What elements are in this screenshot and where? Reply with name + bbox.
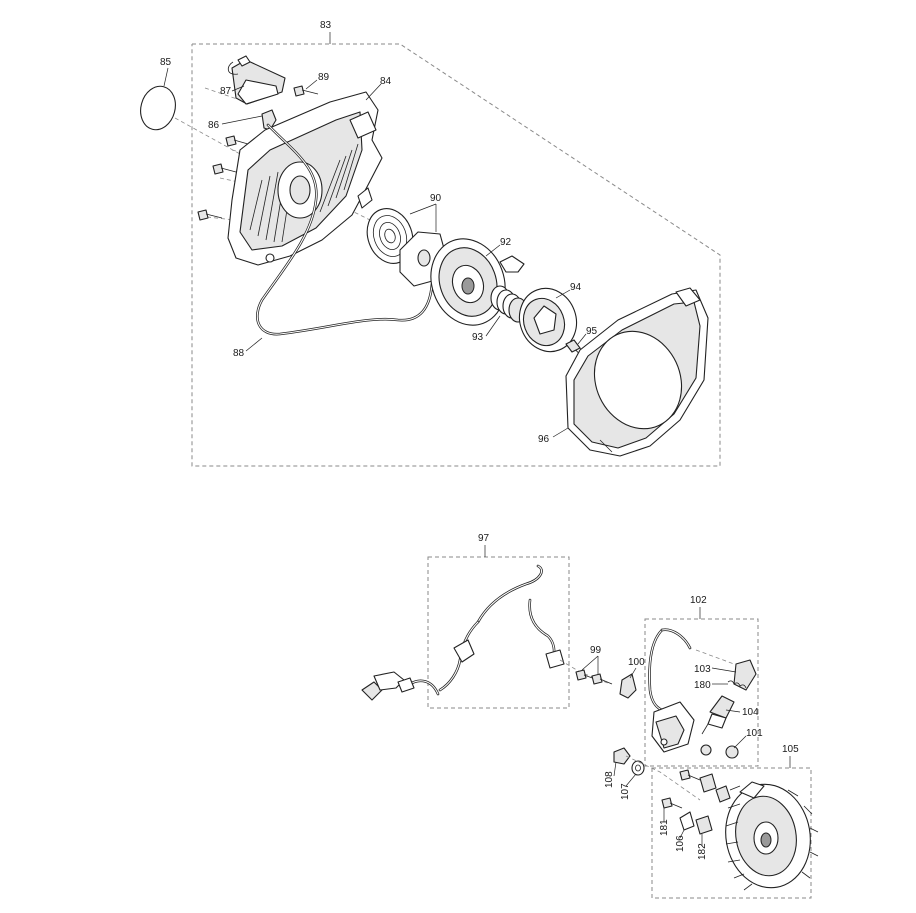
label-84: 84 [380, 76, 392, 87]
group-97-frame [427, 556, 570, 709]
part-97-wiring-lever [408, 564, 565, 696]
label-90: 90 [430, 193, 442, 204]
part-182-pawl [695, 815, 713, 835]
group-83-frame [191, 43, 721, 467]
label-87: 87 [220, 86, 232, 97]
part-180-spring [727, 680, 747, 689]
label-103: 103 [694, 664, 711, 675]
label-100: 100 [628, 657, 645, 668]
part-100-clip [619, 673, 637, 699]
group-105-frame [651, 767, 812, 899]
label-181: 181 [659, 819, 670, 836]
part-103-plug-cap [733, 659, 757, 691]
stop-switch [361, 671, 415, 701]
part-86-rope-guide [261, 109, 277, 131]
part-92-rope-pulley [430, 238, 525, 326]
label-94: 94 [570, 282, 582, 293]
label-83: 83 [320, 20, 332, 31]
part-labels: 83 85 87 86 89 84 88 90 92 93 94 95 96 9… [160, 20, 799, 860]
group-102-frame [644, 618, 759, 767]
part-94-pawl-carrier [518, 287, 578, 353]
part-84-starter-housing [227, 91, 383, 266]
part-105-flywheel [725, 781, 819, 891]
label-101: 101 [746, 728, 763, 739]
label-182: 182 [697, 843, 708, 860]
label-99: 99 [590, 645, 602, 656]
part-101-nut [725, 745, 739, 759]
part-102-ignition-coil [648, 628, 695, 753]
label-96: 96 [538, 434, 550, 445]
part-107-washer [631, 760, 645, 776]
ignition-group [361, 556, 819, 899]
part-88-starter-rope [256, 123, 434, 336]
label-93: 93 [472, 332, 484, 343]
starter-assembly-group [140, 43, 721, 467]
label-92: 92 [500, 237, 512, 248]
label-180: 180 [694, 680, 711, 691]
label-105: 105 [782, 744, 799, 755]
label-106: 106 [675, 835, 686, 852]
part-99-screws [575, 669, 613, 685]
label-88: 88 [233, 348, 245, 359]
leader-lines [163, 32, 791, 846]
label-102: 102 [690, 595, 707, 606]
label-86: 86 [208, 120, 220, 131]
label-95: 95 [586, 326, 598, 337]
label-104: 104 [742, 707, 759, 718]
label-85: 85 [160, 57, 172, 68]
part-104-spark-plug [701, 695, 735, 735]
part-89-screws [197, 85, 319, 221]
label-89: 89 [318, 72, 330, 83]
label-97: 97 [478, 533, 490, 544]
part-108-nut [613, 747, 631, 765]
label-108: 108 [604, 771, 615, 788]
part-181-screw [661, 769, 701, 809]
label-107: 107 [620, 783, 631, 800]
part-96-fan-cover [565, 287, 709, 457]
part-106-key [679, 811, 695, 831]
part-87-handle [227, 55, 286, 105]
part-85-disc [140, 85, 176, 131]
